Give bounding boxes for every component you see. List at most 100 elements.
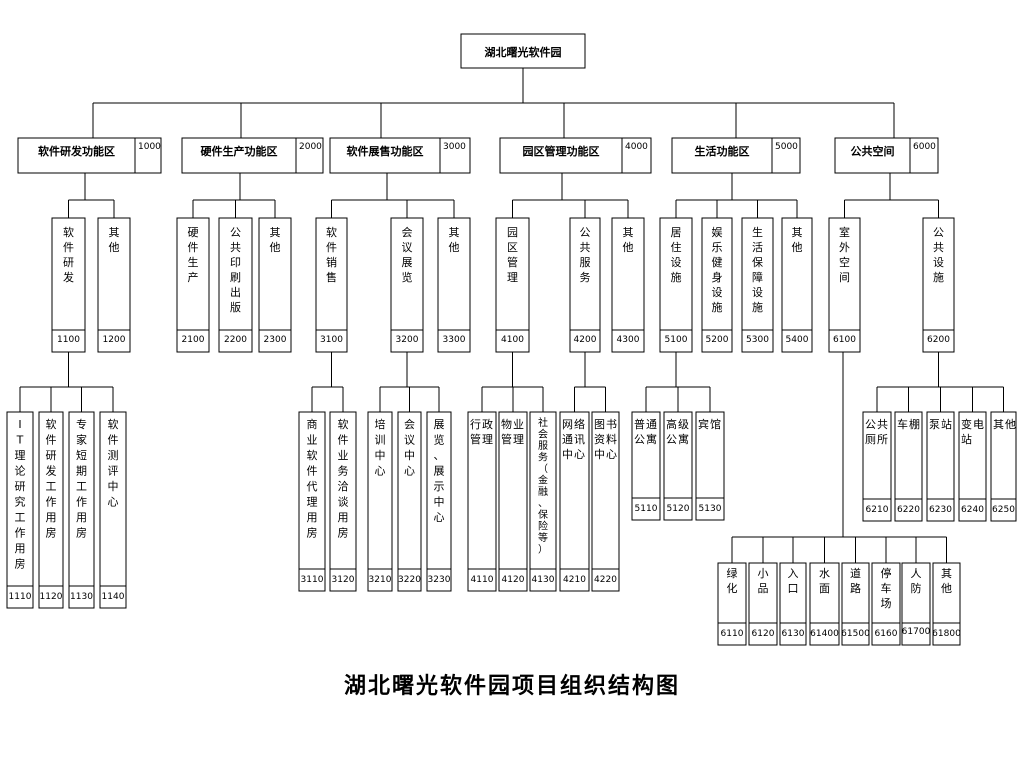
level3-node	[99, 411, 127, 587]
level3-code: 1120	[40, 592, 63, 602]
level3-label: 公共厕所	[865, 418, 888, 446]
level3-code: 3120	[332, 575, 355, 585]
level3-label: 商业软件代理用房	[307, 417, 318, 540]
level2-code: 2300	[264, 335, 287, 345]
level3-label: 其他	[941, 567, 952, 595]
level2-code-box	[611, 329, 645, 353]
level2-label: 其他	[792, 226, 803, 254]
level3-code-box	[38, 585, 64, 609]
level2-node	[828, 217, 861, 331]
level3-node	[298, 411, 326, 570]
level2-node	[218, 217, 253, 331]
zone-label: 生活功能区	[695, 144, 750, 158]
level2-node	[922, 217, 955, 331]
level3-node	[926, 411, 955, 500]
level3-code-box	[426, 568, 452, 592]
level3-node	[68, 411, 95, 587]
zone-code: 3000	[443, 142, 466, 152]
level3-label: 图书资料中心	[594, 418, 617, 461]
level2-label: 园区管理	[507, 226, 518, 284]
level3-code-box	[99, 585, 127, 609]
level2-node	[437, 217, 471, 331]
level2-node	[495, 217, 530, 331]
level3-code-box	[467, 568, 497, 592]
level3-code-box	[68, 585, 95, 609]
level2-code: 1100	[57, 335, 80, 345]
level3-node	[367, 411, 393, 570]
level3-label: 专家短期工作用房	[76, 417, 87, 540]
level3-code: 6120	[752, 629, 775, 639]
level2-code-box	[437, 329, 471, 353]
level3-code: 1130	[70, 592, 93, 602]
zone-code: 1000	[138, 142, 161, 152]
level2-code: 4100	[501, 335, 524, 345]
zone-code: 6000	[913, 142, 936, 152]
level3-node	[717, 562, 747, 624]
level3-code-box	[559, 568, 590, 592]
level2-label: 其他	[623, 226, 634, 254]
level3-code-box	[529, 568, 557, 592]
level3-code-box	[871, 622, 901, 646]
zone-label: 软件展售功能区	[347, 144, 424, 158]
level2-label: 娱乐健身设施	[712, 225, 723, 314]
level3-code: 61800	[932, 629, 961, 639]
level2-node	[315, 217, 348, 331]
level3-label: 物业管理	[501, 417, 524, 446]
level2-label: 其他	[109, 226, 120, 254]
diagram-title: 湖北曙光软件园项目组织结构图	[343, 673, 680, 699]
level3-code: 4210	[563, 575, 586, 585]
level3-code-box	[397, 568, 422, 592]
level3-code: 4110	[471, 575, 494, 585]
root-node-label: 湖北曙光软件园	[485, 45, 562, 59]
level2-node	[781, 217, 813, 331]
level3-label: 展览、展示中心	[434, 418, 445, 524]
level3-label: 变电站	[961, 417, 984, 446]
level3-code-box	[329, 568, 357, 592]
level2-code-box	[176, 329, 210, 353]
level3-node	[38, 411, 64, 587]
level2-node	[741, 217, 774, 331]
level3-label: 水面	[819, 567, 830, 595]
level3-code-box	[841, 622, 870, 646]
level3-code: 5130	[699, 504, 722, 514]
level3-code: 3110	[301, 575, 324, 585]
level2-code: 5200	[706, 335, 729, 345]
zone-code: 4000	[625, 142, 648, 152]
level3-node	[529, 411, 557, 570]
zone-code-box	[771, 137, 801, 174]
level3-code: 6220	[897, 505, 920, 515]
level3-node	[559, 411, 590, 570]
level3-code-box	[894, 498, 923, 522]
level2-code: 4200	[574, 335, 597, 345]
level3-code-box	[663, 497, 693, 521]
level3-code-box	[717, 622, 747, 646]
level3-code: 6250	[992, 505, 1015, 515]
level3-label: 高级公寓	[666, 417, 689, 446]
level3-code-box	[298, 568, 326, 592]
root-node	[460, 33, 586, 69]
level2-code: 3100	[320, 335, 343, 345]
level2-code: 1200	[103, 335, 126, 345]
zone-node	[17, 137, 136, 174]
zone-code-box	[621, 137, 652, 174]
level3-label: 入口	[788, 567, 799, 595]
level3-label: 会议中心	[404, 418, 415, 478]
level2-node	[390, 217, 424, 331]
level2-code: 5100	[665, 335, 688, 345]
zone-code-box	[295, 137, 324, 174]
level3-code: 4120	[502, 575, 525, 585]
level2-code: 4300	[617, 335, 640, 345]
level2-node	[176, 217, 210, 331]
zone-code: 2000	[299, 142, 322, 152]
level3-code: 61400	[810, 629, 839, 639]
level2-code-box	[218, 329, 253, 353]
zone-node	[499, 137, 623, 174]
level3-label: 网络通讯中心	[562, 417, 585, 461]
level3-code: 61500	[841, 629, 870, 639]
level3-code: 3210	[369, 575, 392, 585]
level3-label: 软件研发工作用房	[46, 417, 57, 540]
level2-node	[258, 217, 292, 331]
level3-node	[695, 411, 725, 499]
level3-code-box	[367, 568, 393, 592]
